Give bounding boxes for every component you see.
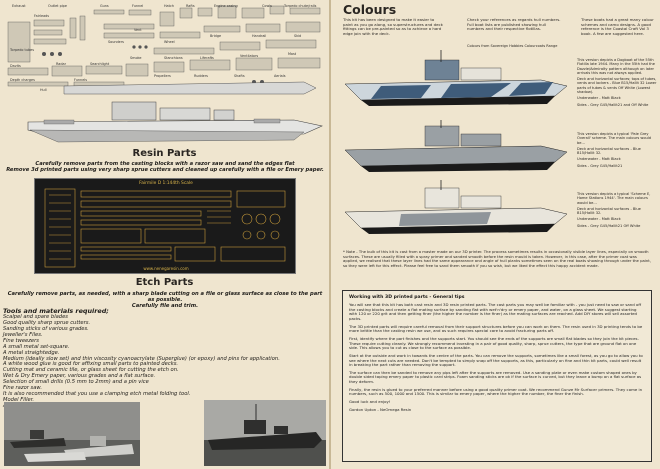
- historic-photo-boat: [204, 400, 326, 466]
- resin-label-22: Funnels: [74, 78, 88, 82]
- resin-label-27: Propellers: [154, 74, 171, 78]
- tool-item: Sanding sticks of various grades.: [3, 326, 89, 333]
- scheme-1-description: This version depicts a Dogboat of the 55…: [577, 58, 655, 75]
- layer-lines-note: * Note - The bulk of this kit is cast fr…: [343, 249, 651, 268]
- resin-label-24: Smoke: [130, 56, 142, 60]
- hull-shape: [63, 81, 317, 95]
- tool-item: Fine tweezers: [3, 337, 39, 344]
- resin-label-7: Cowls: [262, 4, 272, 8]
- intro-paragraph-3: Colours from Sovereign Hobbies Colourcoa…: [467, 44, 558, 48]
- resin-label-2: Guns: [100, 4, 109, 8]
- scheme-3-text: This version depicts a typical 'Scheme E…: [577, 192, 657, 228]
- resin-label-15: Radar: [56, 62, 66, 66]
- intro-paragraph-4: These boats had a great many colour sche…: [581, 17, 654, 36]
- resin-parts-diagram: Exhaust Outlet pipe Guns Funnel Hatch Ra…: [4, 2, 326, 102]
- tools-heading: Tools and materials required;: [3, 307, 109, 315]
- scheme-1-sides: Sides - Grey G45/Hallit21 and Off White: [577, 102, 649, 107]
- scheme-1-underwater: Underwater - Matt Black: [577, 96, 621, 101]
- resin-label-16: Searchlight: [90, 62, 110, 66]
- resin-label-9: Sounders: [108, 40, 124, 44]
- tool-item: Model Filler.: [3, 396, 35, 403]
- resin-label-28: Rudders: [194, 74, 208, 78]
- tips-paragraph: The surface can then be sanded to remove…: [349, 369, 642, 385]
- boat-profile-scheme-2: [344, 120, 568, 172]
- colours-heading: Colours: [343, 2, 397, 17]
- tool-item: Wet & Dry Emery paper, various grades an…: [3, 373, 156, 380]
- resin-label-17: Stanchions: [164, 56, 183, 60]
- scheme-2-text: This version depicts a typical 'Pale Gre…: [577, 132, 657, 168]
- resin-label-11: Bridge: [210, 34, 222, 38]
- scheme-3-description: This version depicts a typical 'Scheme E…: [577, 192, 651, 205]
- hull-model: [27, 101, 323, 143]
- scheme-2-underwater: Underwater - Matt Black: [577, 157, 621, 162]
- tips-paragraph: Start at the outside and work in towards…: [349, 352, 643, 368]
- scheme-3-underwater: Underwater - Matt Black: [577, 217, 621, 222]
- fret-parts: [44, 188, 286, 268]
- historic-photo-boats: [4, 402, 140, 466]
- resin-label-19: Ventilators: [240, 54, 259, 58]
- resin-label-26: Fairleads: [34, 14, 50, 18]
- etch-parts-heading: Etch Parts: [135, 277, 194, 288]
- 3d-printing-tips-box: Working with 3D printed parts - General …: [342, 290, 652, 462]
- tool-item: Fine razor saw.: [3, 385, 42, 392]
- resin-label-23: Torpedo tubes: [10, 48, 34, 52]
- intro-paragraph-2: Check your references as regards hull nu…: [467, 17, 561, 32]
- tips-heading: Working with 3D printed parts - General …: [349, 295, 465, 300]
- resin-parts-heading: Resin Parts: [132, 148, 197, 159]
- left-page: Exhaust Outlet pipe Guns Funnel Hatch Ra…: [0, 0, 329, 469]
- resin-label-25: Vent: [134, 28, 142, 32]
- tool-item: A white wood glue is good for affixing s…: [3, 361, 179, 368]
- tool-item: A metal straightedge.: [3, 349, 60, 356]
- resin-label-18: Liferafts: [200, 56, 214, 60]
- tips-paragraph: You will see that this kit has both cast…: [349, 302, 642, 321]
- tips-paragraph: First, identify where the part finishes …: [349, 335, 639, 351]
- tool-item: Cutting mat and ceramic tile, or glass s…: [3, 367, 179, 374]
- resin-label-31: Aerials: [274, 74, 286, 78]
- tool-item: Scalpel and spare blades: [3, 314, 68, 321]
- tool-item: It is also recommended that you use a cl…: [3, 390, 191, 397]
- page-gutter: [329, 0, 331, 469]
- resin-label-10: Wheel: [164, 40, 175, 44]
- resin-label-4: Hatch: [164, 4, 174, 8]
- scheme-1-deck: Deck and horizontal surfaces; tops of tu…: [577, 77, 657, 95]
- tips-paragraph: The 3D printed parts will require carefu…: [349, 323, 643, 334]
- resin-label-6: Engine casing: [214, 4, 238, 8]
- fret-footer: www.nenegaresin.com: [143, 266, 189, 271]
- scheme-2-description: This version depicts a typical 'Pale Gre…: [577, 132, 652, 145]
- scheme-2-sides: Sides - Grey G45/Hallit21: [577, 163, 623, 168]
- tool-item: Good quality sharp sprue cutters.: [3, 320, 91, 327]
- resin-label-20: Mast: [288, 52, 297, 56]
- resin-label-5: Rafts: [186, 4, 195, 8]
- etch-fret: Fairmile D 1:144th Scale www.nenegaresin…: [34, 178, 296, 274]
- fret-title: Fairmile D 1:144th Scale: [139, 181, 193, 186]
- boat-profile-scheme-3: [344, 180, 568, 234]
- resin-label-30: Hull: [40, 88, 47, 92]
- resin-parts-sprues: [7, 5, 321, 95]
- scheme-3-deck: Deck and horizontal surfaces - Blue B15/…: [577, 206, 641, 216]
- tips-signature: Gordon Upton - NeOmega Resin: [349, 407, 412, 412]
- boat-profile-scheme-1: [344, 50, 568, 106]
- tips-paragraph: Finally, the resin is glued to your pref…: [349, 386, 643, 397]
- tools-list: Tools and materials required; Scalpel an…: [3, 307, 313, 410]
- tool-item: Selection of small drills (0.5 mm to 2mm…: [3, 379, 149, 386]
- tips-closing: Good luck and enjoy!: [349, 399, 391, 405]
- resin-label-21: Depth charges: [10, 78, 35, 82]
- resin-parts-caption: Carefully remove parts from the casting …: [6, 161, 324, 173]
- resin-label-14: Davits: [10, 64, 21, 68]
- scheme-3-sides: Sides - Grey G45/Hallit21 Off White: [577, 223, 641, 228]
- resin-label-12: Handrail: [252, 34, 267, 38]
- resin-label-13: Skid: [294, 34, 302, 38]
- resin-label-0: Exhaust: [12, 4, 26, 8]
- scheme-1-text: This version depicts a Dogboat of the 55…: [577, 58, 657, 107]
- resin-label-3: Funnel: [132, 4, 144, 8]
- tool-item: Jeweller's Files.: [3, 331, 43, 338]
- tool-item: A small metal set-square.: [3, 343, 70, 350]
- scheme-2-deck: Deck and horizontal surfaces - Blue B15/…: [577, 146, 641, 156]
- etch-parts-caption: Carefully remove parts, as needed, with …: [7, 291, 323, 309]
- resin-label-1: Outlet pipe: [48, 4, 67, 8]
- tool-item: Medium (ideally slow set) and thin visco…: [3, 355, 280, 362]
- intro-paragraph-1: This kit has been designed to make it ea…: [343, 17, 443, 36]
- resin-label-29: Shafts: [234, 74, 245, 78]
- resin-label-8: Torpedo chute/rails: [284, 4, 317, 8]
